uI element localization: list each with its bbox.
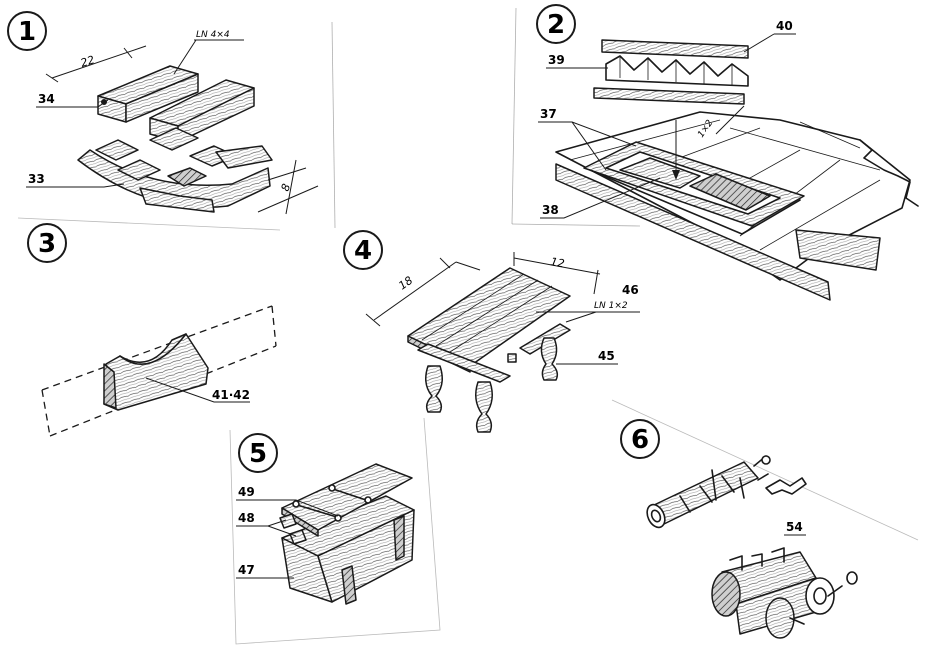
dimension-22: 22	[46, 46, 146, 82]
step-2-panel: 2	[512, 5, 918, 300]
step-2-badge: 2	[537, 5, 575, 43]
part-39-grating	[606, 56, 748, 86]
svg-text:LN 1×2: LN 1×2	[594, 301, 628, 311]
callout-54: 54	[784, 520, 806, 535]
step-3-badge: 3	[28, 224, 66, 262]
svg-text:6: 6	[631, 425, 649, 455]
cannon-barrel	[644, 456, 770, 530]
callout-47: 47	[236, 563, 294, 578]
svg-text:33: 33	[28, 172, 45, 186]
svg-text:12: 12	[549, 255, 565, 270]
svg-text:5: 5	[249, 439, 267, 469]
step-5-panel: 5 49 48	[230, 418, 440, 644]
step-3-panel: 3 41·42	[18, 218, 280, 436]
cannon-trunnion-straps	[766, 478, 806, 494]
svg-text:54: 54	[786, 520, 803, 534]
callout-40: 40	[744, 19, 796, 52]
part-33-base-assembly	[78, 128, 272, 212]
svg-text:49: 49	[238, 485, 255, 499]
svg-text:39: 39	[548, 53, 565, 67]
step-4-panel: 4 18 12	[344, 231, 640, 432]
cannon-carriage	[712, 548, 857, 638]
callout-45: 45	[556, 349, 618, 364]
callout-39: 39	[546, 53, 608, 68]
step-1-panel: 1 22	[8, 12, 335, 228]
svg-text:38: 38	[542, 203, 559, 217]
step-4-badge: 4	[344, 231, 382, 269]
step-6-panel: 6 54	[612, 400, 918, 638]
part-41-42-saddle	[104, 334, 208, 410]
svg-text:22: 22	[79, 53, 96, 70]
svg-text:34: 34	[38, 92, 55, 106]
svg-text:45: 45	[598, 349, 615, 363]
step-5-badge: 5	[239, 434, 277, 472]
step-6-badge: 6	[621, 420, 659, 458]
svg-text:4: 4	[354, 236, 372, 266]
svg-text:3: 3	[38, 229, 56, 259]
svg-text:41·42: 41·42	[212, 388, 250, 402]
step-1-badge: 1	[8, 12, 46, 50]
spec-label-ln-4x4: LN 4×4	[174, 30, 244, 74]
svg-text:40: 40	[776, 19, 793, 33]
svg-text:18: 18	[396, 274, 415, 293]
svg-text:47: 47	[238, 563, 255, 577]
callout-34: 34	[36, 92, 108, 107]
svg-text:2: 2	[547, 10, 565, 40]
svg-text:37: 37	[540, 107, 557, 121]
svg-text:8: 8	[279, 182, 294, 193]
svg-text:LN 4×4: LN 4×4	[196, 30, 230, 40]
svg-text:46: 46	[622, 283, 639, 297]
svg-text:48: 48	[238, 511, 255, 525]
svg-text:1: 1	[18, 17, 36, 47]
